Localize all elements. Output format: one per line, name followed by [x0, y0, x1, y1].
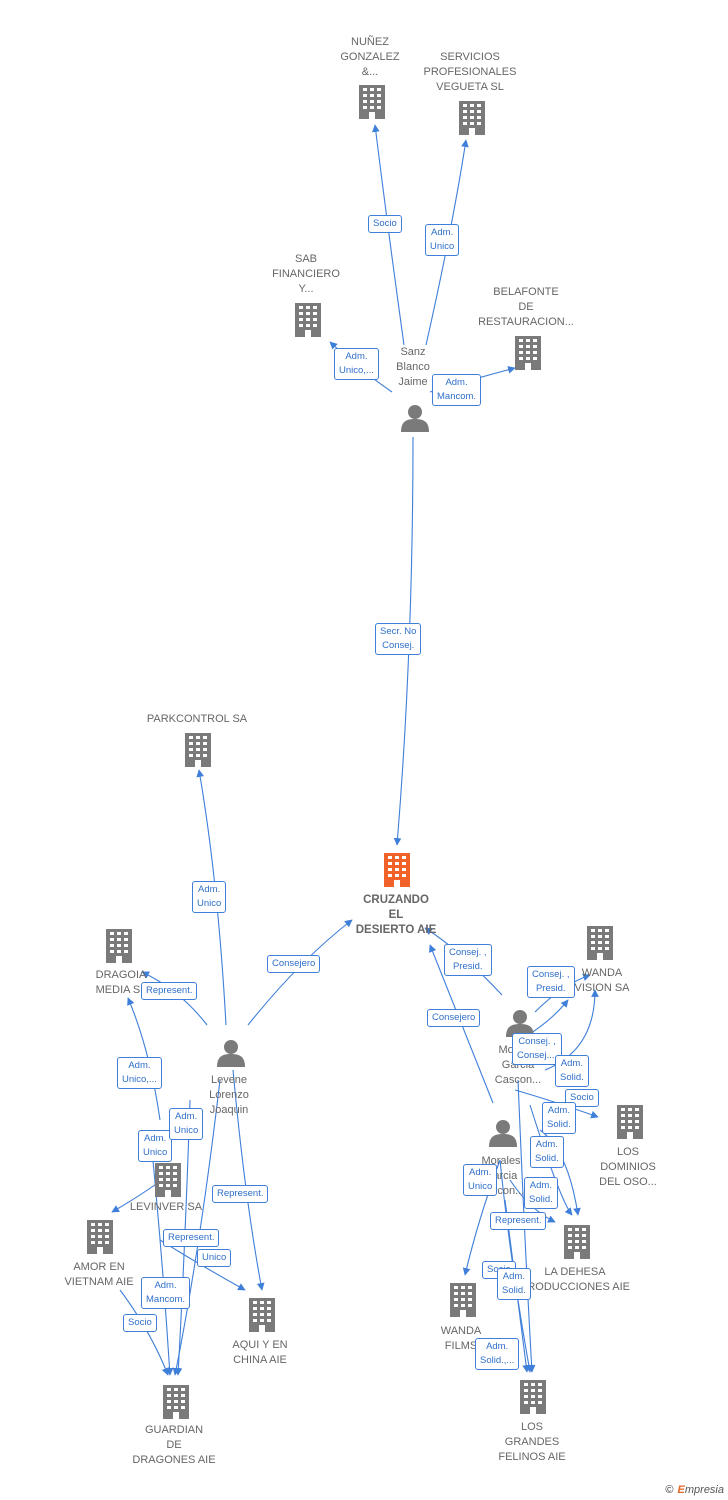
node-label-aqui[interactable]: AQUI Y EN CHINA AIE — [232, 1339, 288, 1366]
edge-label[interactable]: Represent. — [490, 1212, 547, 1230]
person-icon[interactable] — [401, 405, 429, 432]
relation-edge — [514, 1089, 599, 1119]
node-label-nunez[interactable]: NUÑEZ GONZALEZ &... — [340, 36, 400, 78]
edge-label[interactable]: Adm. Solid. — [555, 1055, 589, 1087]
building-icon[interactable] — [87, 1220, 113, 1254]
edge-label[interactable]: Represent. — [141, 982, 198, 1000]
edge-label[interactable]: Adm. Unico,... — [117, 1057, 162, 1089]
node-label-levene[interactable]: Levene Lorenzo Joaquin — [209, 1074, 249, 1116]
building-icon[interactable] — [520, 1380, 546, 1414]
node-label-levinver[interactable]: LEVINVER SA — [129, 1201, 203, 1213]
building-icon[interactable] — [587, 926, 613, 960]
person-icon[interactable] — [217, 1040, 245, 1067]
building-icon[interactable] — [249, 1298, 275, 1332]
building-icon[interactable] — [459, 101, 485, 135]
building-icon[interactable] — [359, 85, 385, 119]
brand-footer: ©Empresia — [665, 1484, 724, 1496]
edge-label[interactable]: Unico — [197, 1249, 232, 1267]
edge-label[interactable]: Secr. No Consej. — [375, 623, 422, 655]
edge-label[interactable]: Represent. — [212, 1185, 269, 1203]
node-label-servicios[interactable]: SERVICIOS PROFESIONALES VEGUETA SL — [423, 51, 517, 93]
edge-label[interactable]: Consej. , Presid. — [527, 966, 575, 998]
edge-label[interactable]: Adm. Mancom. — [141, 1277, 191, 1309]
building-icon[interactable] — [155, 1163, 181, 1197]
building-icon[interactable] — [185, 733, 211, 767]
edge-label[interactable]: Adm. Unico — [138, 1130, 173, 1162]
node-label-amor[interactable]: AMOR EN VIETNAM AIE — [64, 1261, 134, 1288]
node-label-guardian[interactable]: GUARDIAN DE DRAGONES AIE — [132, 1424, 216, 1466]
building-icon[interactable] — [384, 853, 410, 887]
copyright-symbol: © — [665, 1484, 674, 1496]
edge-label[interactable]: Adm. Solid.,... — [475, 1338, 520, 1370]
building-icon[interactable] — [617, 1105, 643, 1139]
edge-label[interactable]: Adm. Unico — [463, 1164, 498, 1196]
relation-edge — [527, 999, 569, 1036]
edge-label[interactable]: Adm. Solid. — [542, 1102, 576, 1134]
building-icon[interactable] — [163, 1385, 189, 1419]
edge-label[interactable]: Socio — [368, 215, 402, 233]
building-icon[interactable] — [515, 336, 541, 370]
node-label-belafonte[interactable]: BELAFONTE DE RESTAURACION... — [478, 286, 574, 328]
edge-label[interactable]: Adm. Unico — [192, 881, 227, 913]
node-label-sab[interactable]: SAB FINANCIERO Y... — [272, 253, 340, 295]
node-label-wanda-vision[interactable]: WANDA VISION SA — [574, 967, 630, 994]
node-label-wanda-films[interactable]: WANDA FILMS — [440, 1325, 482, 1352]
node-label-dehesa[interactable]: LA DEHESA PRODUCCIONES AIE — [519, 1266, 631, 1293]
brand-initial: E — [677, 1484, 685, 1496]
building-icon[interactable] — [106, 929, 132, 963]
edge-label[interactable]: Represent. — [163, 1229, 220, 1247]
edge-label[interactable]: Consejero — [427, 1009, 481, 1027]
brand-name: mpresia — [684, 1484, 724, 1496]
edge-label[interactable]: Adm. Solid. — [524, 1177, 558, 1209]
node-label-dominios[interactable]: LOS DOMINIOS DEL OSO... — [599, 1146, 657, 1188]
node-label-felinos[interactable]: LOS GRANDES FELINOS AIE — [498, 1421, 566, 1463]
edge-label[interactable]: Socio — [123, 1314, 157, 1332]
building-icon[interactable] — [564, 1225, 590, 1259]
edge-label[interactable]: Adm. Solid. — [530, 1136, 564, 1168]
edge-label[interactable]: Consej. , Presid. — [444, 944, 492, 976]
relation-edge — [544, 989, 599, 1071]
edge-label[interactable]: Adm. Unico — [169, 1108, 204, 1140]
person-icon[interactable] — [489, 1120, 517, 1147]
relation-edge — [372, 124, 405, 346]
building-icon[interactable] — [450, 1283, 476, 1317]
edge-label[interactable]: Adm. Solid. — [497, 1268, 531, 1300]
relation-edge — [127, 997, 161, 1121]
edge-label[interactable]: Adm. Unico,... — [334, 348, 379, 380]
edge-label[interactable]: Consejero — [267, 955, 321, 973]
edge-label[interactable]: Adm. Unico — [425, 224, 460, 256]
node-label-sanz[interactable]: Sanz Blanco Jaime — [396, 346, 430, 388]
edge-label[interactable]: Adm. Mancom. — [432, 374, 482, 406]
relation-edge — [517, 1079, 536, 1373]
node-label-cruzando[interactable]: CRUZANDO EL DESIERTO AIE — [355, 894, 437, 936]
node-label-parkcontrol[interactable]: PARKCONTROL SA — [146, 713, 248, 725]
building-icon[interactable] — [295, 303, 321, 337]
edge-label[interactable]: Consej. , Consej.... — [512, 1033, 563, 1065]
